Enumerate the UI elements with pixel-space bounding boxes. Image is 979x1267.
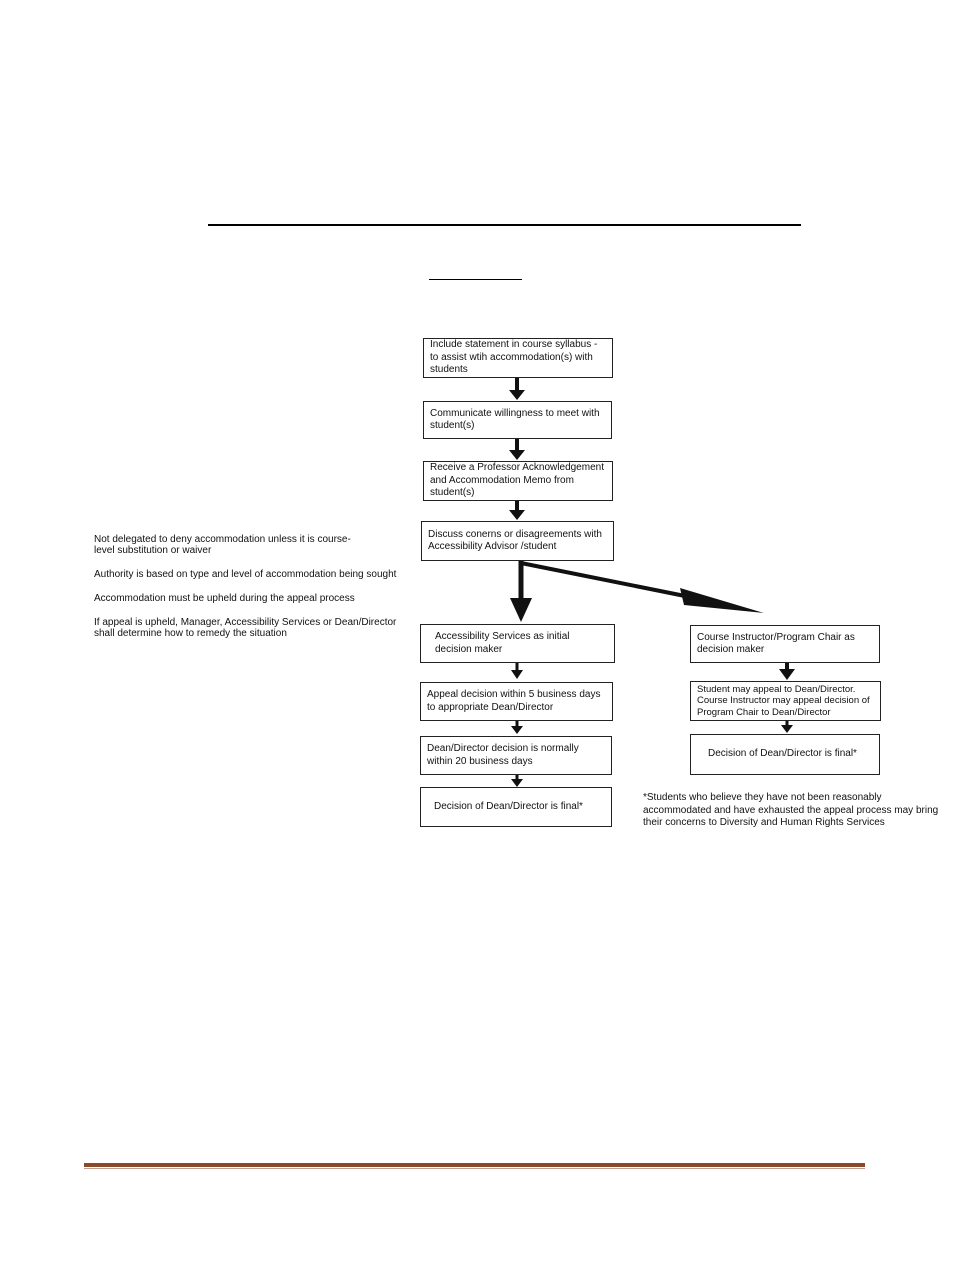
side-note: Accommodation must be upheld during the … bbox=[94, 593, 355, 604]
arrow-split-right-head bbox=[680, 588, 764, 613]
step-discuss-concerns: Discuss conerns or disagreements with Ac… bbox=[421, 521, 614, 561]
arrow-3-head bbox=[509, 510, 525, 520]
arrow-split-right bbox=[520, 561, 691, 599]
footnote: *Students who believe they have not been… bbox=[643, 792, 939, 828]
side-note: If appeal is upheld, Manager, Accessibil… bbox=[94, 617, 397, 639]
left-accessibility-decision: Accessibility Services as initial decisi… bbox=[420, 624, 615, 663]
arrow-right-1-head bbox=[779, 669, 795, 680]
arrow-left-3-head bbox=[511, 779, 523, 787]
left-decision-final: Decision of Dean/Director is final* bbox=[420, 787, 612, 827]
arrow-left-2-head bbox=[511, 726, 523, 734]
side-note: Authority is based on type and level of … bbox=[94, 569, 397, 580]
arrow-2-head bbox=[509, 450, 525, 460]
side-note: Not delegated to deny accommodation unle… bbox=[94, 534, 351, 556]
arrow-left-1-head bbox=[511, 670, 523, 679]
right-instructor-decision: Course Instructor/Program Chair as decis… bbox=[690, 625, 880, 663]
footer-rule bbox=[84, 1163, 865, 1167]
left-appeal-decision: Appeal decision within 5 business days t… bbox=[420, 682, 613, 721]
arrow-1-head bbox=[509, 390, 525, 400]
left-dean-decision-time: Dean/Director decision is normally withi… bbox=[420, 736, 612, 775]
footer-rule-thin bbox=[84, 1168, 865, 1169]
title-underline bbox=[208, 224, 801, 226]
right-decision-final: Decision of Dean/Director is final* bbox=[690, 734, 880, 775]
arrow-split-left-head bbox=[510, 598, 532, 622]
subtitle-underline bbox=[429, 279, 522, 280]
step-receive-memo: Receive a Professor Acknowledgement and … bbox=[423, 461, 613, 501]
step-syllabus-statement: Include statement in course syllabus - t… bbox=[423, 338, 613, 378]
right-student-appeal: Student may appeal to Dean/Director. Cou… bbox=[690, 681, 881, 721]
side-notes: Not delegated to deny accommodation unle… bbox=[94, 534, 404, 652]
step-communicate-willingness: Communicate willingness to meet with stu… bbox=[423, 401, 612, 439]
arrow-right-2-head bbox=[781, 725, 793, 733]
